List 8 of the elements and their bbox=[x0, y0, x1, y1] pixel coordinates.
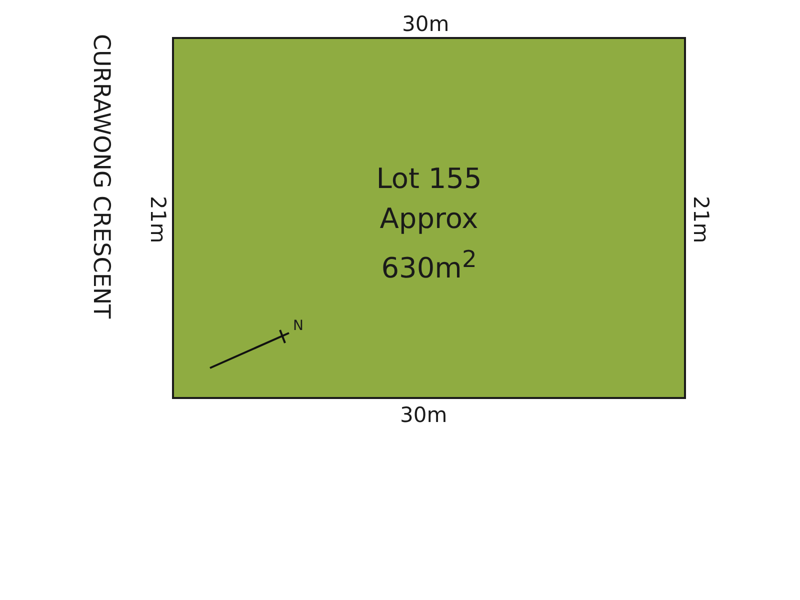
lot-label: Lot 155 Approx 630m$^{2}$ bbox=[375, 161, 483, 286]
dimension-label: 30m bbox=[402, 14, 450, 35]
north-label: N bbox=[293, 319, 304, 333]
dimension-label: 21m bbox=[147, 196, 168, 244]
lot-parcel bbox=[172, 37, 686, 399]
dimension-label: 30m bbox=[400, 405, 448, 426]
dimension-label: 21m bbox=[690, 196, 711, 244]
street-name: CURRAWONG CRESCENT bbox=[89, 34, 112, 319]
